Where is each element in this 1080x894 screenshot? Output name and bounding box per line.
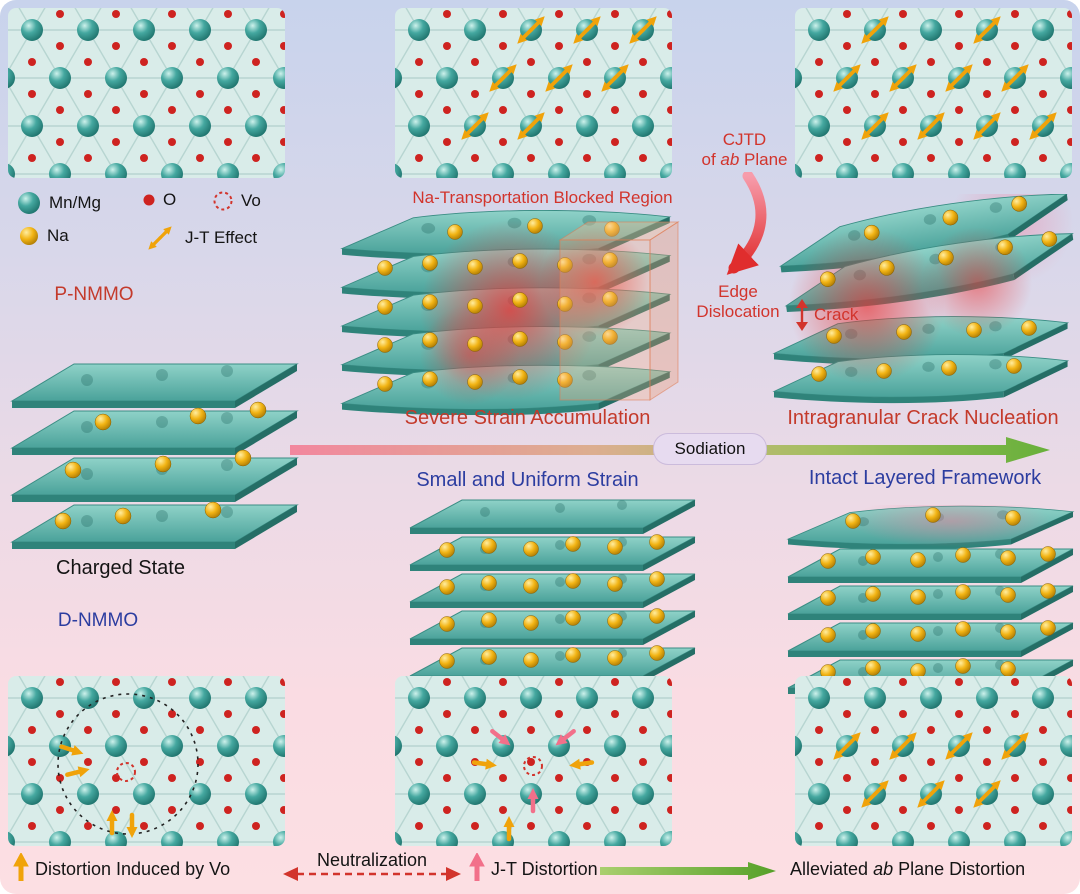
na-ions (54, 401, 267, 530)
blocked-region-box (558, 221, 680, 401)
legend-item-mn-mg: Mn/Mg (16, 190, 101, 216)
charged-state-label: Charged State (56, 557, 185, 579)
na-ions-upper (820, 196, 1058, 287)
jt-effect-icon (142, 225, 178, 251)
cjtd-label: CJTD of ab Plane (692, 130, 797, 169)
legend-item-jt: J-T Effect (142, 225, 257, 251)
edge-dislocation-label: Edge Dislocation (696, 282, 780, 321)
legend-item-vo: Vo (212, 190, 261, 212)
alleviated-label: Alleviated ab Plane Distortion (790, 859, 1025, 880)
lattice-panel-p-pristine (8, 8, 285, 178)
lattice-panel-p-jt-onset (395, 8, 672, 178)
cjtd-line2: of ab Plane (692, 150, 797, 170)
green-right-arrow (600, 862, 776, 880)
lattice-panel-d-vacancy (8, 676, 285, 846)
p-nmmo-label: P-NMMO (54, 284, 134, 305)
legend-label-jt: J-T Effect (185, 228, 258, 247)
small-uniform-caption: Small and Uniform Strain (416, 469, 639, 491)
oxygen-dot-icon (143, 194, 155, 206)
lattice-panel-d-alleviated (795, 676, 1072, 846)
pink-glow (851, 505, 1051, 547)
oxygen-vacancy-icon (213, 191, 233, 211)
sodiation-label: Sodiation (674, 439, 746, 458)
legend-label-o: O (163, 190, 177, 209)
blocked-region-label: Na-Transportation Blocked Region (412, 188, 673, 207)
lattice-panel-p-jt-spread (795, 8, 1072, 178)
vacancy-region-circle (57, 693, 199, 835)
crack-gap-arrow-icon (796, 299, 808, 331)
neutralization-label: Neutralization (316, 850, 428, 870)
cjtd-plane: Plane (739, 149, 788, 169)
crack-nucleation-caption: Intragranular Crack Nucleation (787, 407, 1059, 429)
jt-distortion-label: J-T Distortion (491, 859, 598, 879)
lattice-panel-d-neutralization (395, 676, 672, 846)
crack-callout: Crack (795, 299, 858, 331)
crack-label: Crack (814, 305, 859, 324)
legend-item-o: O (142, 190, 176, 210)
severe-strain-caption: Severe Strain Accumulation (404, 407, 651, 429)
layered-structure-uniform (409, 499, 696, 683)
alleviated-post: Plane Distortion (893, 859, 1026, 879)
cjtd-line1: CJTD (722, 130, 767, 149)
neutralization-double-arrow (283, 867, 461, 881)
intact-framework-caption: Intact Layered Framework (808, 467, 1042, 489)
gold-up-arrow-icon (13, 853, 29, 881)
na-ions (377, 218, 620, 392)
distortion-vo-label: Distortion Induced by Vo (35, 859, 231, 879)
alleviated-pre: Alleviated (790, 859, 874, 879)
layered-structure-severe-strain (341, 210, 680, 415)
strain-glow (420, 220, 650, 405)
layered-structure-crack (773, 194, 1078, 404)
layered-structure-intact (787, 505, 1074, 695)
cjtd-ab: ab (720, 149, 740, 169)
oxygen-vacancy-icon (116, 762, 136, 782)
legend-label-vo: Vo (241, 191, 261, 210)
legend-label-na: Na (47, 226, 69, 245)
legend-item-na: Na (18, 225, 69, 247)
mn-mg-sphere-icon (18, 192, 40, 214)
na-ions (439, 534, 665, 669)
d-nmmo-label: D-NMMO (57, 610, 139, 631)
legend-label-mn-mg: Mn/Mg (49, 193, 101, 212)
sodiation-pill: Sodiation (653, 433, 767, 465)
layered-structure-charged (11, 363, 298, 550)
cjtd-swoosh-arrow (726, 172, 767, 275)
alleviated-ab: ab (873, 859, 894, 879)
oxygen-vacancy-icon (523, 756, 543, 776)
na-ions-lower (811, 320, 1037, 382)
na-sphere-icon (20, 227, 38, 245)
pink-up-arrow-icon (469, 853, 485, 881)
cjtd-of: of (701, 149, 721, 169)
na-ions (820, 507, 1056, 680)
